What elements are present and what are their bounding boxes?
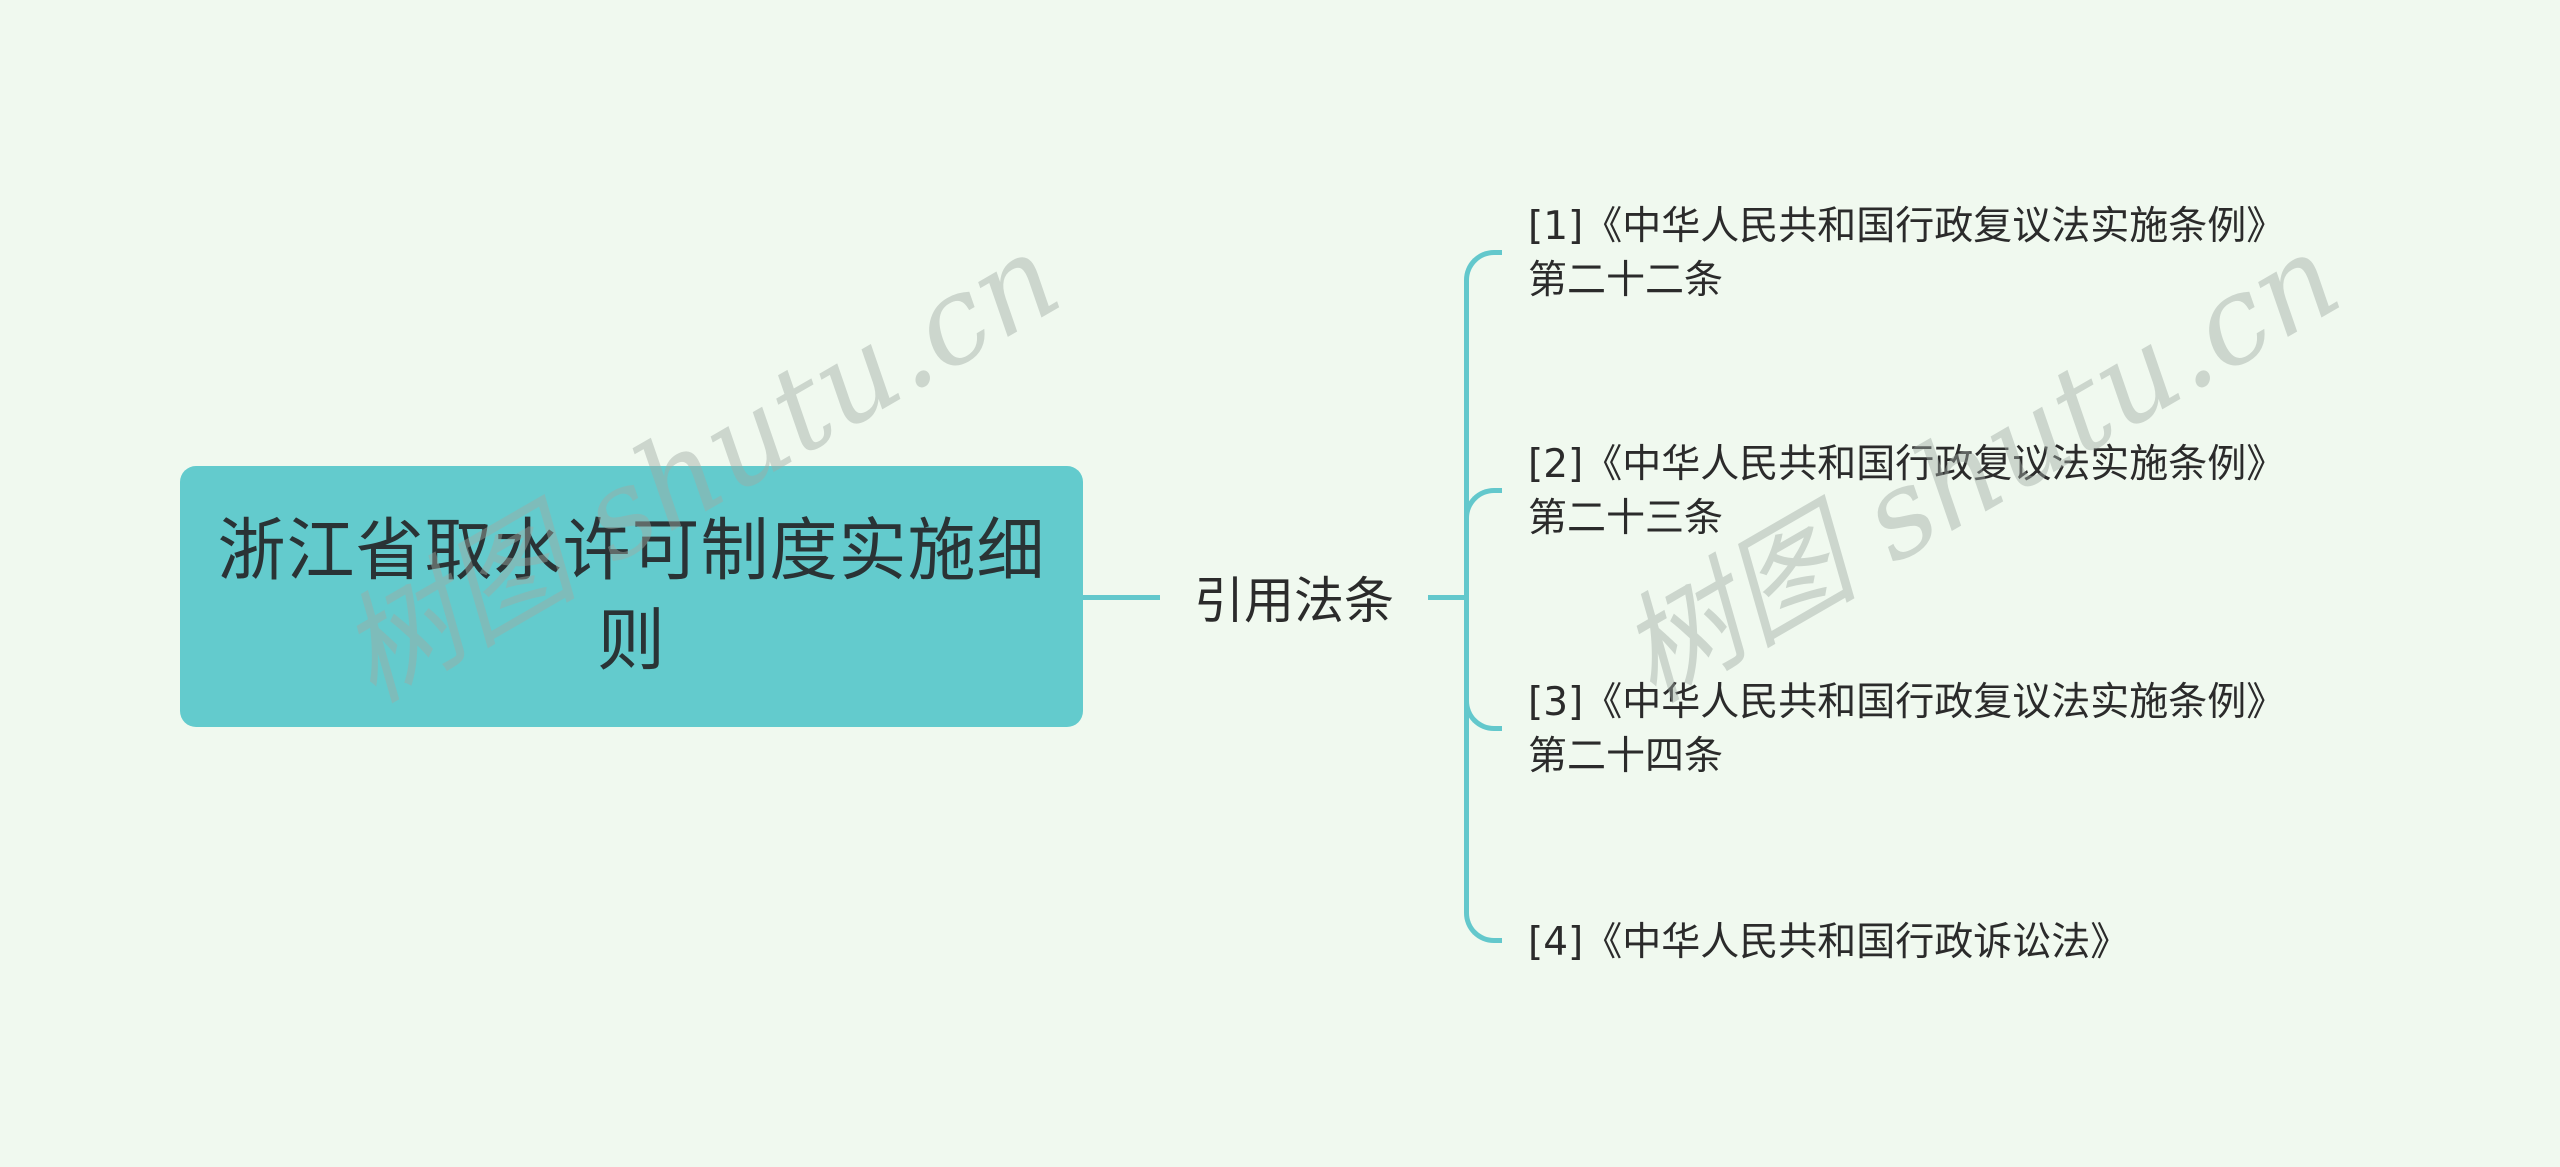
leaf-1-line1: [1]《中华人民共和国行政复议法实施条例》 xyxy=(1528,204,2286,249)
leaf-4-line1: [4]《中华人民共和国行政诉讼法》 xyxy=(1528,920,2130,965)
bracket-elbow-2 xyxy=(1464,488,1502,526)
root-topic-node[interactable]: 浙江省取水许可制度实施细则 xyxy=(180,466,1083,727)
leaf-node-4[interactable]: [4]《中华人民共和国行政诉讼法》 xyxy=(1528,916,2129,970)
connector-root-to-branch xyxy=(1083,595,1160,600)
bracket-elbow-1 xyxy=(1464,250,1502,288)
bracket-line xyxy=(1464,283,1469,909)
leaf-node-1[interactable]: [1]《中华人民共和国行政复议法实施条例》 第二十二条 xyxy=(1528,200,2285,308)
leaf-2-line2: 第二十三条 xyxy=(1528,496,1724,541)
branch-node[interactable]: 引用法条 xyxy=(1160,560,1428,634)
bracket-elbow-4 xyxy=(1464,905,1502,943)
leaf-node-3[interactable]: [3]《中华人民共和国行政复议法实施条例》 第二十四条 xyxy=(1528,676,2285,784)
bracket-elbow-3 xyxy=(1464,693,1502,731)
leaf-3-line2: 第二十四条 xyxy=(1528,734,1724,779)
leaf-2-line1: [2]《中华人民共和国行政复议法实施条例》 xyxy=(1528,442,2286,487)
leaf-1-line2: 第二十二条 xyxy=(1528,258,1724,303)
leaf-node-2[interactable]: [2]《中华人民共和国行政复议法实施条例》 第二十三条 xyxy=(1528,438,2285,546)
connector-branch-to-bracket xyxy=(1428,595,1468,600)
branch-label: 引用法条 xyxy=(1194,572,1394,630)
root-topic-label: 浙江省取水许可制度实施细则 xyxy=(217,511,1046,681)
leaf-3-line1: [3]《中华人民共和国行政复议法实施条例》 xyxy=(1528,680,2286,725)
